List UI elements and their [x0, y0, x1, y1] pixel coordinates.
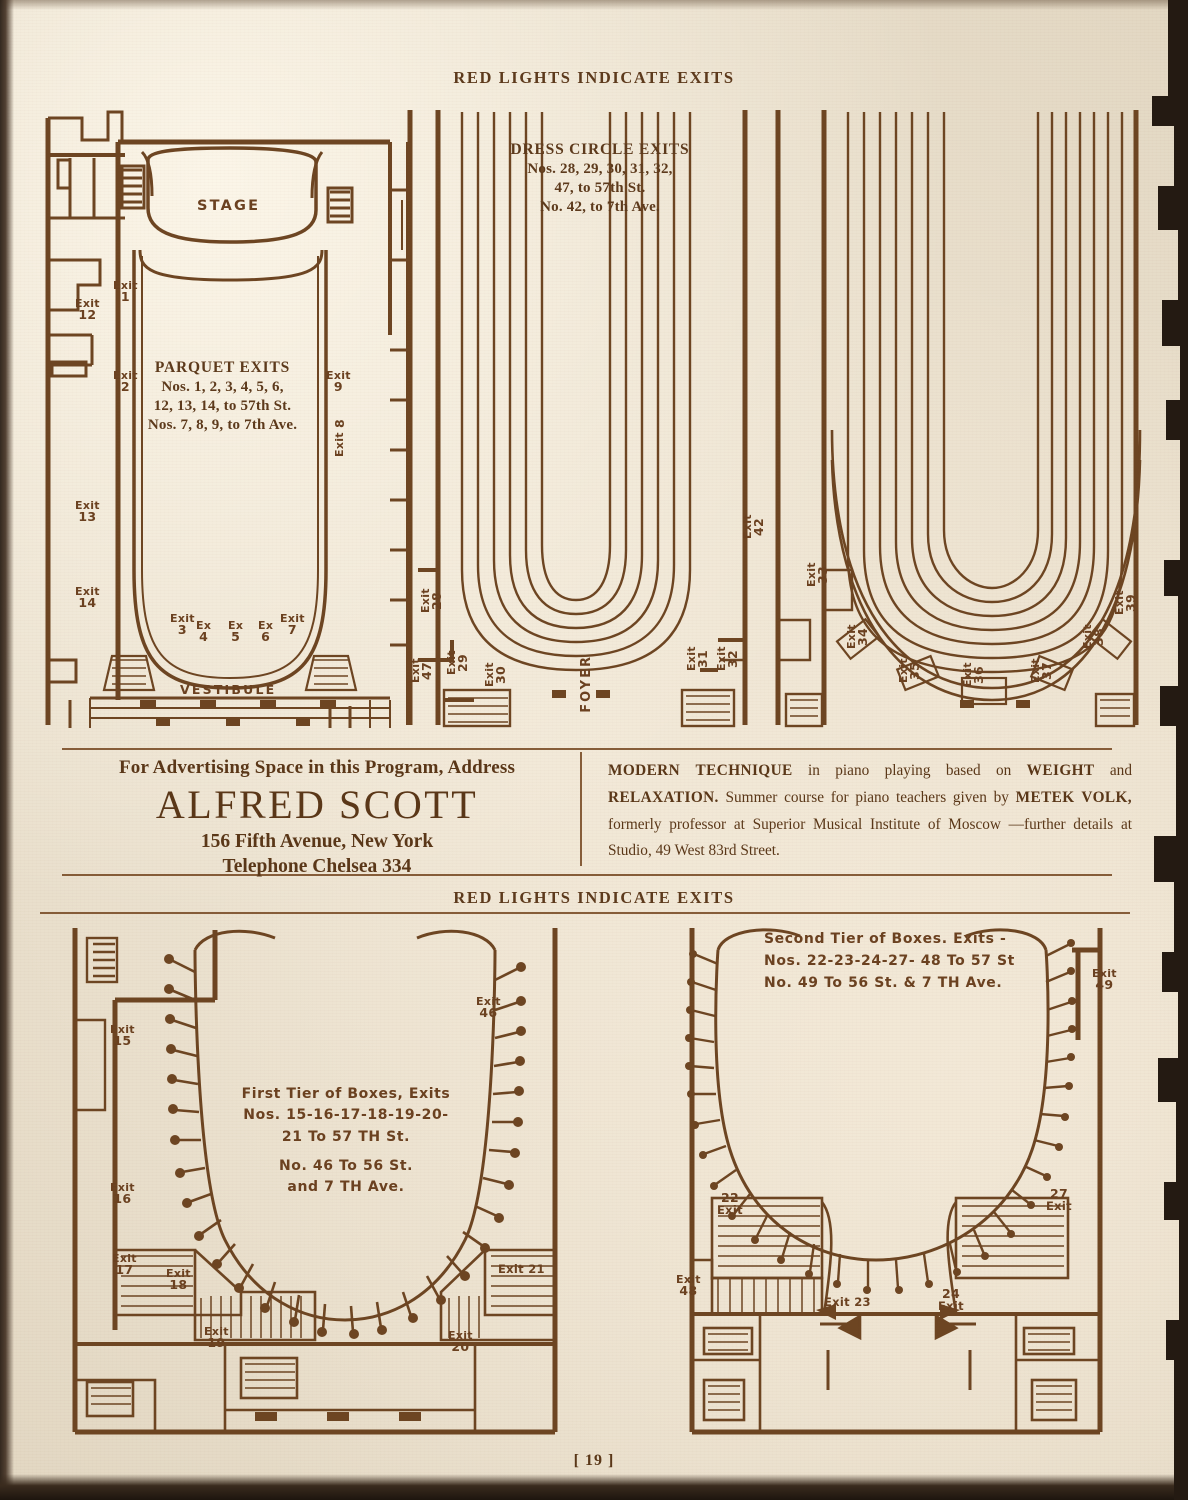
parquet-exits-caption: PARQUET EXITS Nos. 1, 2, 3, 4, 5, 6, 12,… — [110, 358, 335, 435]
ad-advertiser-name: ALFRED SCOTT — [155, 782, 479, 827]
dress-circle-plan — [400, 100, 1160, 730]
exit-label-38: Exit 38 — [1081, 624, 1106, 650]
exit-label-29: Exit 29 — [445, 650, 470, 676]
header-red-lights-top: RED LIGHTS INDICATE EXITS — [453, 68, 735, 87]
exit-label-23: Exit 23 — [824, 1295, 871, 1309]
exit-label-8: Exit 8 — [332, 419, 347, 457]
first-tier-caption: First Tier of Boxes, Exits Nos. 15-16-17… — [226, 1084, 466, 1198]
exit-label-27: 27 Exit — [1046, 1186, 1072, 1213]
ad-rule-divider — [580, 752, 582, 866]
dress-circle-line-3: No. 42, to 7th Ave. — [540, 199, 660, 216]
exit-label-35: Exit 35 — [897, 658, 922, 684]
dress-circle-title: DRESS CIRCLE EXITS — [510, 141, 690, 158]
dress-circle-line-2: 47, to 57th St. — [554, 180, 646, 197]
header-red-lights-bottom: RED LIGHTS INDICATE EXITS — [453, 888, 735, 907]
exit-label-21: Exit 21 — [498, 1262, 545, 1276]
parquet-exits-line-3: Nos. 7, 8, 9, to 7th Ave. — [147, 417, 298, 434]
first-tier-line-2: Nos. 15-16-17-18-19-20- — [243, 1107, 449, 1124]
first-tier-boxes-plan — [45, 920, 590, 1440]
ad-invite-line: For Advertising Space in this Program, A… — [118, 757, 516, 778]
exit-label-47: Exit 47 — [409, 658, 434, 684]
exit-label-36: Exit 36 — [961, 662, 986, 688]
exit-label-32: Exit 32 — [715, 646, 740, 672]
scan-torn-right-edge — [1128, 0, 1188, 1500]
exit-label-34: Exit 34 — [845, 624, 870, 650]
ad-piano-text: MODERN TECHNIQUE in piano playing based … — [608, 762, 1132, 860]
first-tier-line-3: 21 To 57 TH St. — [281, 1128, 411, 1145]
scan-top-edge — [0, 0, 1188, 10]
second-tier-caption: Second Tier of Boxes. Exits - Nos. 22-23… — [764, 928, 1064, 994]
second-tier-line-1: Second Tier of Boxes. Exits - — [764, 931, 1007, 947]
advertising-block-right: MODERN TECHNIQUE in piano playing based … — [608, 758, 1132, 865]
stage-label: STAGE — [197, 198, 261, 214]
exit-label-30: Exit 30 — [483, 662, 508, 688]
scan-bottom-edge — [0, 1474, 1188, 1500]
second-tier-line-3: No. 49 To 56 St. & 7 TH Ave. — [764, 975, 1003, 992]
dress-circle-caption: DRESS CIRCLE EXITS Nos. 28, 29, 30, 31, … — [470, 140, 730, 217]
second-tier-line-2: Nos. 22-23-24-27- 48 To 57 St — [764, 953, 1015, 970]
second-tier-boxes-plan — [660, 920, 1120, 1440]
ad-address: 156 Fifth Avenue, New York — [200, 831, 434, 852]
parquet-exits-title: PARQUET EXITS — [154, 359, 291, 376]
parquet-exits-line-1: Nos. 1, 2, 3, 4, 5, 6, — [161, 378, 284, 395]
advertising-block-left: For Advertising Space in this Program, A… — [62, 757, 572, 878]
exit-label-42: Exit 42 — [741, 514, 766, 540]
exit-label-22: 22 Exit — [717, 1190, 743, 1217]
exit-label-24: 24 Exit — [938, 1286, 964, 1313]
first-tier-line-4: No. 46 To 56 St. — [278, 1157, 414, 1174]
ad-rule-top — [62, 748, 1112, 750]
exit-label-33: Exit 33 — [805, 562, 830, 588]
foyer-label: FOYER — [579, 655, 594, 713]
scan-left-gutter — [0, 0, 14, 1500]
dress-circle-line-1: Nos. 28, 29, 30, 31, 32, — [527, 160, 673, 177]
vestibule-label: VESTIBULE — [180, 682, 277, 697]
lower-section-rule — [40, 912, 1130, 914]
parquet-exits-line-2: 12, 13, 14, to 57th St. — [153, 398, 292, 415]
first-tier-line-1: First Tier of Boxes, Exits — [241, 1086, 451, 1102]
first-tier-line-5: and 7 TH Ave. — [287, 1179, 405, 1196]
exit-label-31: Exit 31 — [685, 646, 710, 672]
ad-rule-bottom — [62, 874, 1112, 876]
ad-telephone: Telephone Chelsea 334 — [222, 856, 412, 877]
page-number: [ 19 ] — [573, 1452, 615, 1469]
exit-label-28: Exit 28 — [419, 588, 444, 614]
exit-label-37: Exit 37 — [1029, 658, 1054, 684]
